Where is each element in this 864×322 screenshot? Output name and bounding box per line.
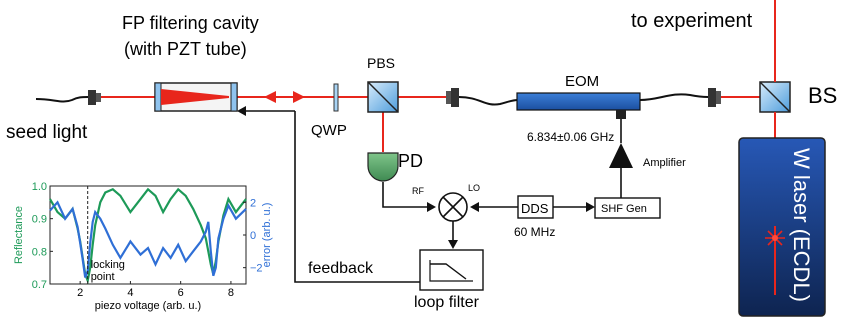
x-tick-label: 6 bbox=[178, 287, 184, 299]
beam-arrow-right bbox=[293, 91, 305, 103]
x-tick-label: 8 bbox=[228, 287, 234, 299]
y-left-tick-label: 0.7 bbox=[32, 279, 47, 291]
arrow-to-shf bbox=[586, 202, 595, 212]
to-experiment-label: to experiment bbox=[631, 10, 753, 32]
mixer bbox=[438, 192, 468, 222]
loop-filter-label: loop filter bbox=[414, 294, 480, 311]
fiber-coupler-eom-in bbox=[446, 88, 459, 107]
y-right-tick-label: 0 bbox=[250, 230, 256, 242]
locking-point-annotation: locking bbox=[91, 259, 125, 271]
dds-box bbox=[517, 195, 554, 219]
wire-feedback-to-cavity bbox=[242, 110, 296, 148]
x-tick-label: 4 bbox=[127, 287, 133, 299]
locking-point-annotation: point bbox=[91, 271, 115, 283]
fiber-coupler-seed bbox=[88, 90, 101, 105]
fp-cavity bbox=[154, 82, 238, 112]
seed-label: seed light bbox=[6, 122, 88, 143]
error-line bbox=[49, 200, 247, 278]
fiber-to-eom bbox=[458, 96, 519, 106]
seed-fiber bbox=[35, 96, 89, 103]
y-right-axis-label: error (arb. u.) bbox=[261, 203, 273, 268]
bs-label: BS bbox=[808, 83, 837, 108]
amplifier-label: Amplifier bbox=[643, 157, 686, 169]
dds-freq-label: 60 MHz bbox=[514, 225, 555, 239]
dds-label: DDS bbox=[521, 201, 549, 216]
pbs bbox=[367, 81, 399, 113]
qwp-label: QWP bbox=[311, 122, 347, 139]
shf-box bbox=[594, 197, 661, 219]
arrow-into-mixer-rf bbox=[427, 202, 436, 212]
cavity-mode bbox=[161, 89, 229, 105]
fiber-from-eom bbox=[639, 93, 709, 101]
fiber-coupler-eom-out bbox=[708, 88, 721, 107]
y-left-axis-label: Reflectance bbox=[13, 206, 25, 264]
laser-label: W laser (ECDL) bbox=[789, 148, 814, 302]
cavity-title-2: (with PZT tube) bbox=[124, 39, 247, 59]
beam-arrow-left bbox=[264, 91, 276, 103]
pbs-label: PBS bbox=[367, 55, 395, 71]
arrow-to-cavity bbox=[237, 106, 246, 116]
y-left-tick-label: 0.8 bbox=[32, 246, 47, 258]
photodiode bbox=[367, 152, 399, 182]
arrow-into-mixer-lo bbox=[470, 202, 479, 212]
lo-label: LO bbox=[468, 183, 480, 193]
laser-box bbox=[738, 137, 826, 317]
y-right-tick-label: 2 bbox=[250, 197, 256, 209]
amplifier-triangle bbox=[609, 143, 633, 168]
eom-label: EOM bbox=[565, 73, 599, 90]
pd-label: PD bbox=[398, 151, 423, 171]
wire-feedback-loop bbox=[294, 148, 420, 283]
rf-label: RF bbox=[412, 186, 424, 196]
loop-filter bbox=[419, 249, 484, 291]
qwp bbox=[333, 83, 339, 112]
cavity-title-1: FP filtering cavity bbox=[122, 13, 259, 33]
inset-chart: 2 4 6 8 0.7 0.8 0.9 1.0 −2 0 2 piezo voltage (arb. … bbox=[13, 181, 273, 312]
eom-freq-label: 6.834±0.06 GHz bbox=[527, 130, 614, 144]
arrow-mixer-down bbox=[448, 240, 458, 249]
x-tick-label: 2 bbox=[77, 287, 83, 299]
y-left-tick-label: 1.0 bbox=[32, 181, 47, 193]
y-left-tick-label: 0.9 bbox=[32, 214, 47, 226]
x-axis-label: piezo voltage (arb. u.) bbox=[95, 300, 201, 312]
y-right-tick-label: −2 bbox=[250, 263, 263, 275]
wire-pd-to-mixer bbox=[382, 182, 429, 208]
beam-splitter bbox=[759, 81, 791, 113]
eom bbox=[516, 92, 641, 119]
feedback-label: feedback bbox=[308, 260, 374, 277]
shf-label: SHF Gen bbox=[601, 203, 647, 215]
